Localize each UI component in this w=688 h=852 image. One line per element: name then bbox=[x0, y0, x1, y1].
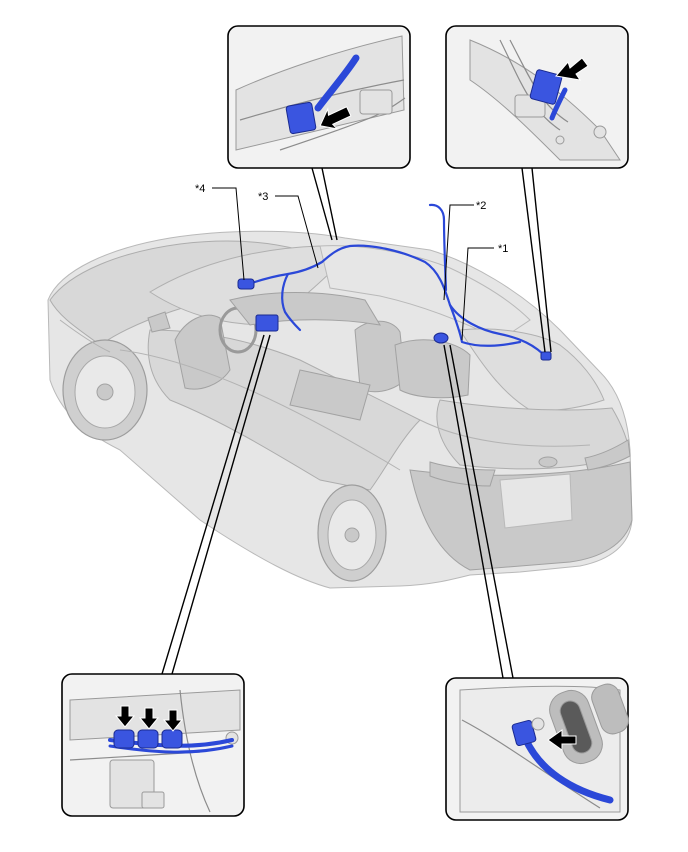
center-console bbox=[289, 369, 371, 421]
body-line-3 bbox=[59, 319, 111, 353]
black-arrow-icon bbox=[162, 709, 184, 732]
harness-branch-front bbox=[281, 272, 302, 332]
harness-main-run bbox=[244, 244, 549, 360]
inset-connector-top-right bbox=[529, 69, 563, 105]
inset-blue-harness-tr bbox=[549, 87, 568, 121]
callout-c3: *3 bbox=[258, 191, 319, 269]
callout-c1: *1 bbox=[461, 243, 508, 341]
inset-bracket bbox=[359, 89, 393, 115]
inset-dash-panel bbox=[69, 689, 241, 741]
inset-connector-br bbox=[511, 719, 537, 747]
inset-connector-bl-2 bbox=[137, 729, 159, 749]
inset-connector-top-center bbox=[285, 101, 317, 135]
inset-wire-gray bbox=[279, 97, 406, 151]
callout-label-c1: *1 bbox=[498, 243, 508, 255]
roof bbox=[319, 245, 531, 341]
front-seat bbox=[174, 314, 231, 390]
license-plate-area bbox=[499, 473, 573, 529]
inset-ground-bolt bbox=[531, 717, 545, 731]
left-tail-lamp bbox=[429, 461, 496, 487]
inset-hole-1 bbox=[593, 125, 607, 139]
right-tail-lamp bbox=[584, 439, 631, 471]
leader-c4 bbox=[212, 187, 245, 281]
overhead-module-on-car bbox=[255, 314, 279, 332]
inset-slot-2 bbox=[591, 683, 629, 735]
roof-wire-harness bbox=[237, 203, 552, 361]
rear-connector-on-car bbox=[540, 351, 552, 361]
connector-4-on-car bbox=[237, 278, 255, 290]
inset-roof-panel bbox=[235, 35, 405, 151]
inset-small-bracket bbox=[141, 791, 165, 809]
body-line-2 bbox=[419, 419, 591, 447]
black-arrow-icon bbox=[547, 729, 577, 751]
inset-bottom-left bbox=[61, 673, 245, 817]
black-arrow-icon bbox=[114, 705, 136, 728]
callout-label-c4: *4 bbox=[195, 183, 205, 195]
body-line-1 bbox=[119, 349, 401, 471]
pointer-top-right bbox=[521, 167, 552, 353]
rear-emblem bbox=[538, 456, 558, 468]
inset-wire-loop bbox=[499, 39, 561, 131]
connector-1-on-car bbox=[433, 332, 449, 344]
leader-c2 bbox=[443, 204, 474, 301]
pointer-bottom-left bbox=[161, 334, 271, 675]
inset-top-center bbox=[227, 25, 411, 169]
callout-label-c2: *2 bbox=[476, 200, 486, 212]
inset-pointers bbox=[161, 167, 552, 679]
inset-connector-bl-1 bbox=[113, 729, 135, 749]
inset-slot-1-inner bbox=[559, 700, 593, 754]
leader-c3 bbox=[275, 195, 319, 269]
inset-diag-line bbox=[461, 719, 601, 809]
callout-c2: *2 bbox=[443, 200, 486, 301]
harness-branch-rear bbox=[428, 203, 448, 292]
inset-blue-harness-br bbox=[522, 736, 614, 804]
pointer-top-center bbox=[311, 167, 338, 241]
callout-c4: *4 bbox=[195, 183, 245, 281]
harness-branch-center bbox=[448, 303, 522, 347]
rear-window bbox=[459, 328, 605, 411]
callout-label-c3: *3 bbox=[258, 191, 268, 203]
leader-c1 bbox=[461, 247, 494, 341]
pointer-bottom-right bbox=[443, 344, 514, 679]
inset-blue-harness bbox=[314, 54, 360, 112]
front-wheel-hub bbox=[96, 383, 114, 401]
inset-hole-2 bbox=[555, 135, 565, 145]
black-arrow-icon bbox=[319, 106, 352, 130]
rear-wheel-hub bbox=[344, 527, 360, 543]
side-mirror bbox=[147, 311, 171, 333]
black-arrow-icon bbox=[138, 707, 160, 730]
black-arrow-icon bbox=[555, 57, 589, 81]
inset-top-right bbox=[445, 25, 629, 169]
inset-frame-line-2 bbox=[179, 689, 211, 813]
inset-edge-line bbox=[239, 79, 405, 121]
inset-bottom-right bbox=[445, 677, 629, 821]
inset-connector-bl-3 bbox=[161, 729, 183, 749]
